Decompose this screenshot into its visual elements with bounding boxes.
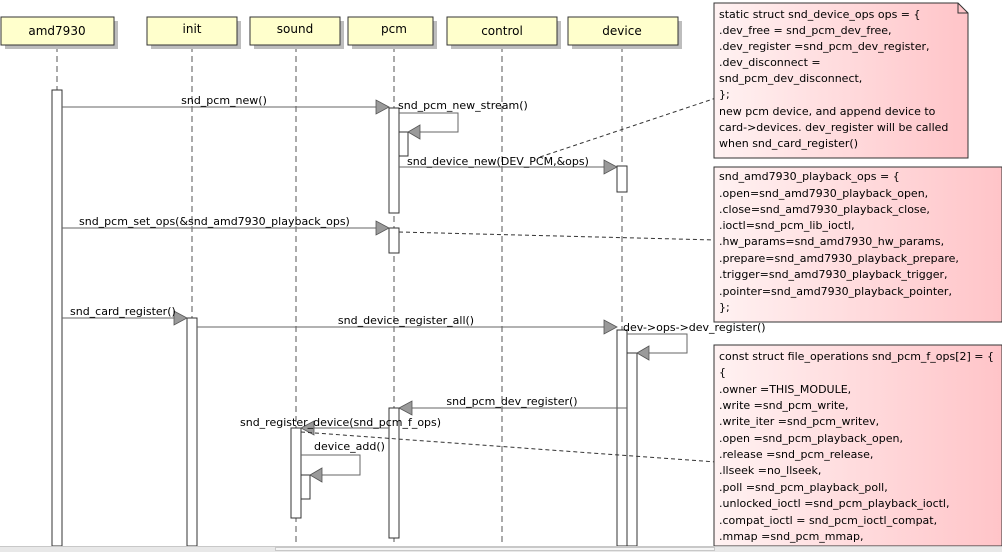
participant-amd7930: amd7930 xyxy=(0,16,118,49)
participant-label: device xyxy=(602,24,641,38)
activation-amd7930 xyxy=(51,89,63,546)
note-line: .write_iter =snd_pcm_writev, xyxy=(719,415,879,428)
horizontal-scrollbar[interactable] xyxy=(0,546,1002,552)
note-line: .dev_disconnect = xyxy=(719,56,821,69)
message-snd-pcm-new: snd_pcm_new() xyxy=(62,94,390,115)
activation-pcm-nested xyxy=(398,131,409,157)
note-line: .ioctl=snd_pcm_lib_ioctl, xyxy=(719,219,855,232)
activation-sound-nested xyxy=(300,474,311,500)
activation-pcm-1 xyxy=(388,107,400,214)
note-line: .dev_free = snd_pcm_dev_free, xyxy=(719,24,892,37)
message-label: dev->ops->dev_register() xyxy=(623,321,766,334)
note-line: snd_pcm_dev_disconnect, xyxy=(719,72,862,85)
note-line: .open=snd_amd7930_playback_open, xyxy=(719,187,928,200)
note-line: .poll =snd_pcm_playback_poll, xyxy=(719,481,888,494)
activation-device-nested xyxy=(626,352,638,546)
note-line: card->devices. dev_register will be call… xyxy=(719,121,948,134)
note-line: static struct snd_device_ops ops = { xyxy=(719,8,921,21)
note-line: }; xyxy=(719,88,730,101)
message-label: device_add() xyxy=(314,440,385,453)
participant-control: control xyxy=(446,16,561,49)
participant-init: init xyxy=(146,16,241,49)
note-connector xyxy=(398,231,717,241)
message-dev-ops-dev-register: dev->ops->dev_register() xyxy=(623,321,766,361)
note-line: .open =snd_pcm_playback_open, xyxy=(719,432,903,445)
message-label: snd_pcm_set_ops(&snd_amd7930_playback_op… xyxy=(79,215,350,228)
message-label: snd_card_register() xyxy=(70,305,176,318)
note-line: .release =snd_pcm_release, xyxy=(719,448,873,461)
activation-pcm-3 xyxy=(388,407,400,539)
message-device-add: device_add() xyxy=(301,440,385,483)
note-line: .mmap =snd_pcm_mmap, xyxy=(719,530,863,543)
message-snd-pcm-new-stream: snd_pcm_new_stream() xyxy=(398,99,528,140)
scrollbar-thumb[interactable] xyxy=(275,547,715,551)
activation-sound xyxy=(290,427,302,519)
note-connector xyxy=(300,431,717,463)
message-snd-card-register: snd_card_register() xyxy=(62,305,188,326)
note-line: .close=snd_amd7930_playback_close, xyxy=(719,203,930,216)
message-label: snd_pcm_dev_register() xyxy=(446,395,577,408)
message-label: snd_device_new(DEV_PCM,&ops) xyxy=(407,155,589,168)
note-device-ops: static struct snd_device_ops ops = { .de… xyxy=(713,2,969,159)
note-line: .hw_params=snd_amd7930_hw_params, xyxy=(719,235,944,248)
note-line: new pcm device, and append device to xyxy=(719,105,936,118)
note-line: .compat_ioctl = snd_pcm_ioctl_compat, xyxy=(719,514,937,527)
note-line: .write =snd_pcm_write, xyxy=(719,399,848,412)
note-line: const struct file_operations snd_pcm_f_o… xyxy=(719,350,994,363)
message-label: snd_pcm_new_stream() xyxy=(398,99,528,112)
message-snd-device-new: snd_device_new(DEV_PCM,&ops) xyxy=(399,155,618,175)
participant-label: sound xyxy=(277,22,313,36)
note-line: .trigger=snd_amd7930_playback_trigger, xyxy=(719,268,948,281)
participant-label: control xyxy=(481,24,523,38)
participant-pcm: pcm xyxy=(347,16,437,49)
message-label: snd_device_register_all() xyxy=(338,314,474,327)
message-label: snd_register_device(snd_pcm_f_ops) xyxy=(240,416,441,429)
note-line: .dev_register =snd_pcm_dev_register, xyxy=(719,40,930,53)
note-connector xyxy=(539,97,717,158)
participant-label: amd7930 xyxy=(28,24,85,38)
note-line: when snd_card_register() xyxy=(719,137,858,150)
message-snd-pcm-dev-register: snd_pcm_dev_register() xyxy=(398,395,627,416)
message-snd-device-register-all: snd_device_register_all() xyxy=(197,314,618,335)
participant-label: pcm xyxy=(381,22,407,36)
note-playback-ops: snd_amd7930_playback_ops = { .open=snd_a… xyxy=(713,166,1002,323)
note-line: .pointer=snd_amd7930_playback_pointer, xyxy=(719,285,952,298)
message-snd-register-device: snd_register_device(snd_pcm_f_ops) xyxy=(240,416,441,436)
activation-device-1 xyxy=(616,165,628,193)
participant-label: init xyxy=(183,22,202,36)
message-label: snd_pcm_new() xyxy=(181,94,267,107)
activation-init xyxy=(186,317,198,546)
message-snd-pcm-set-ops: snd_pcm_set_ops(&snd_amd7930_playback_op… xyxy=(62,215,390,236)
note-line: .unlocked_ioctl =snd_pcm_playback_ioctl, xyxy=(719,497,949,510)
note-line: }; xyxy=(719,301,730,314)
note-line: { xyxy=(719,366,726,379)
note-line: .prepare=snd_amd7930_playback_prepare, xyxy=(719,252,959,265)
note-line: .owner =THIS_MODULE, xyxy=(719,383,851,396)
note-file-ops: const struct file_operations snd_pcm_f_o… xyxy=(713,344,1002,546)
participant-sound: sound xyxy=(249,16,344,49)
participant-device: device xyxy=(567,16,682,49)
activation-device-2 xyxy=(616,329,628,546)
activation-pcm-2 xyxy=(388,227,400,254)
note-line: .llseek =no_llseek, xyxy=(719,464,821,477)
note-line: snd_amd7930_playback_ops = { xyxy=(719,170,900,183)
